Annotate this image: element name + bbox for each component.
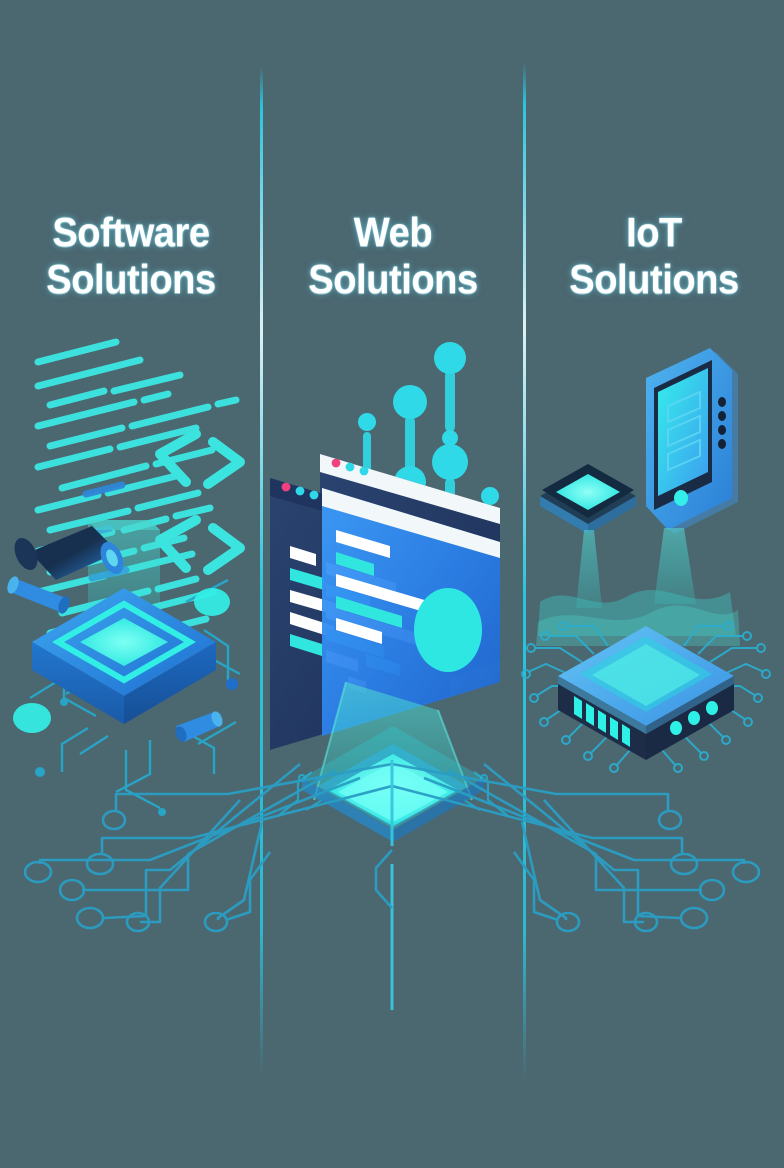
router-led-slots xyxy=(574,696,630,747)
node-connector-dots xyxy=(357,342,500,578)
traffic-dot-max-front xyxy=(309,490,319,500)
glow-pillar xyxy=(88,520,160,630)
browser-window-back xyxy=(320,454,500,726)
code-bracket-symbol-upper xyxy=(155,429,245,489)
traffic-dot-min-front xyxy=(295,486,305,496)
code-lines-block xyxy=(34,338,240,676)
column-divider-right xyxy=(523,62,526,1082)
chip-base-traces xyxy=(277,771,509,817)
glow-pad-right xyxy=(194,588,230,616)
chip-circuit-traces xyxy=(29,578,241,816)
tablet-side-buttons xyxy=(718,397,726,449)
column-divider-left xyxy=(260,66,263,1076)
panel-avatar-circle xyxy=(414,588,482,672)
browser-window-front xyxy=(270,478,450,750)
illustration-software xyxy=(0,330,262,1168)
circuit-trace-fan xyxy=(0,760,784,1020)
illustration-iot xyxy=(521,330,784,1168)
node-dot-4 xyxy=(432,444,468,563)
code-lines-highlight xyxy=(74,481,130,582)
traffic-dot-min-back xyxy=(345,462,355,472)
tablet-beam xyxy=(654,528,696,604)
illustration-web xyxy=(262,330,524,1168)
traffic-dot-max-back xyxy=(359,466,369,476)
sensor-beam xyxy=(576,530,602,608)
code-bracket-symbol-lower xyxy=(155,515,245,575)
column-title-software: Software Solutions xyxy=(46,209,216,302)
node-dot-1 xyxy=(434,342,466,446)
tablet-device xyxy=(646,348,738,534)
component-cylinder-right xyxy=(175,711,223,742)
browser-panel-front xyxy=(322,488,500,736)
sensor-device xyxy=(540,464,636,534)
traffic-dot-close-back xyxy=(331,458,341,468)
column-title-iot: IoT Solutions xyxy=(569,209,739,302)
hologram-beam xyxy=(314,682,472,800)
traffic-dot-close-front xyxy=(281,482,291,492)
column-title-web: Web Solutions xyxy=(308,209,478,302)
liquid-pool-2 xyxy=(536,605,740,646)
node-dot-2 xyxy=(393,385,427,498)
tablet-screen-content xyxy=(667,390,701,472)
router-status-leds xyxy=(670,701,718,735)
microchip-processor xyxy=(32,588,216,724)
node-dot-3 xyxy=(357,413,377,498)
component-cylinder-left xyxy=(7,576,70,614)
panel-content-lines xyxy=(336,530,438,644)
tablet-home-button xyxy=(674,490,688,506)
liquid-pool xyxy=(538,589,736,636)
hologram-beam-edge xyxy=(313,681,347,801)
capacitor-cylinder xyxy=(14,526,124,580)
node-dot-5 xyxy=(480,487,500,578)
router-hub xyxy=(558,626,734,760)
window-content-lines xyxy=(290,546,420,694)
router-circuit-traces xyxy=(521,621,771,773)
glowing-chip xyxy=(302,726,484,842)
glow-pad-left xyxy=(13,703,51,733)
